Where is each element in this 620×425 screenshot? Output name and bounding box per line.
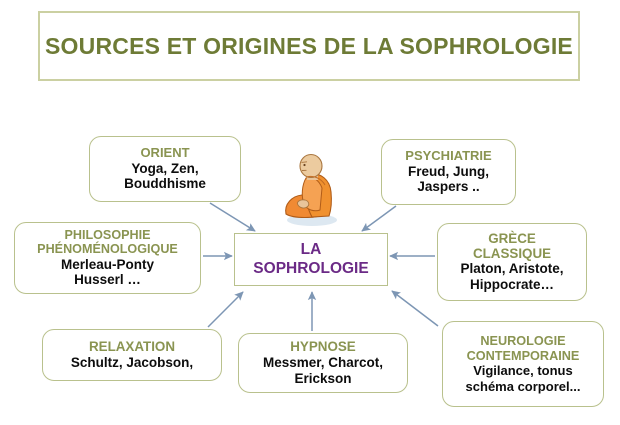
source-heading: PSYCHIATRIE	[405, 147, 492, 163]
source-heading: HYPNOSE	[290, 339, 356, 355]
source-box-philosophie-phenomenologique[interactable]: PHILOSOPHIE PHÉNOMÉNOLOGIQUE Merleau-Pon…	[14, 222, 201, 294]
diagram-title-box: SOURCES ET ORIGINES DE LA SOPHROLOGIE	[38, 11, 580, 81]
monk-brow-icon	[301, 161, 308, 163]
page-title: SOURCES ET ORIGINES DE LA SOPHROLOGIE	[45, 32, 573, 59]
source-box-relaxation[interactable]: RELAXATION Schultz, Jacobson,	[42, 329, 222, 381]
source-heading: PHILOSOPHIE PHÉNOMÉNOLOGIQUE	[37, 227, 178, 257]
source-heading: GRÈCE CLASSIQUE	[472, 230, 552, 262]
source-box-psychiatrie[interactable]: PSYCHIATRIE Freud, Jung, Jaspers ..	[381, 139, 516, 205]
source-box-grece-classique[interactable]: GRÈCE CLASSIQUE Platon, Aristote, Hippoc…	[437, 223, 587, 301]
source-heading: ORIENT	[140, 144, 190, 160]
monk-head-icon	[299, 153, 323, 179]
monk-shoulder-icon	[306, 175, 326, 186]
source-body: Messmer, Charcot, Erickson	[262, 354, 384, 386]
center-label: LA SOPHROLOGIE	[253, 240, 369, 277]
source-body: Vigilance, tonus schéma corporel...	[465, 363, 581, 394]
monk-hands-icon	[297, 199, 310, 209]
arrow-psychiatrie-to-center	[361, 205, 397, 232]
source-heading: RELAXATION	[88, 339, 176, 355]
arrow-orient-to-center	[209, 202, 256, 232]
source-body: Yoga, Zen, Bouddhisme	[124, 160, 206, 192]
monk-eye-icon	[303, 163, 306, 167]
source-body: Schultz, Jacobson,	[70, 354, 194, 370]
source-box-hypnose[interactable]: HYPNOSE Messmer, Charcot, Erickson	[238, 333, 408, 393]
source-heading: NEUROLOGIE CONTEMPORAINE	[466, 334, 580, 363]
arrow-relaxation-to-center	[207, 291, 244, 328]
seated-meditating-monk-icon	[285, 153, 337, 226]
source-body: Freud, Jung, Jaspers ..	[408, 163, 489, 195]
arrow-neurologie-to-center	[391, 290, 439, 327]
source-body: Merleau-Ponty Husserl …	[60, 256, 155, 288]
source-body: Platon, Aristote, Hippocrate…	[460, 261, 564, 293]
source-box-neurologie-contemporaine[interactable]: NEUROLOGIE CONTEMPORAINE Vigilance, tonu…	[442, 321, 604, 407]
center-box-la-sophrologie[interactable]: LA SOPHROLOGIE	[234, 233, 388, 286]
source-box-orient[interactable]: ORIENT Yoga, Zen, Bouddhisme	[89, 136, 241, 202]
